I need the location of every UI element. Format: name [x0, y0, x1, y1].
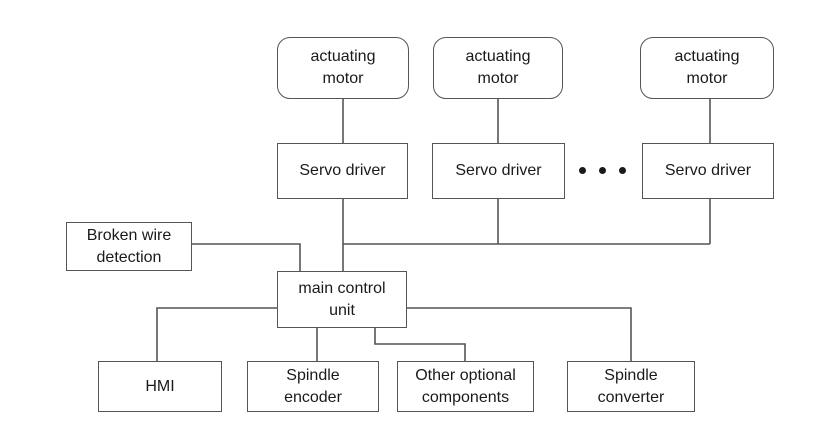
- motor-3-label-line1: actuating: [674, 48, 740, 65]
- spindle-encoder-label-line1: Spindle: [286, 366, 340, 384]
- servo-driver-2-label: Servo driver: [455, 162, 542, 179]
- hmi-box: HMI: [98, 361, 222, 412]
- motor-2-label-line1: actuating: [465, 48, 531, 65]
- servo-driver-3: Servo driver: [642, 143, 774, 199]
- spindle-converter-label-line2: converter: [597, 388, 665, 406]
- servo-driver-1: Servo driver: [277, 143, 408, 199]
- servo-driver-1-label: Servo driver: [299, 162, 386, 179]
- servo-driver-2: Servo driver: [432, 143, 565, 199]
- connector-broken-wire-main: [192, 243, 301, 271]
- main-control-unit: main control unit: [277, 271, 407, 328]
- broken-wire-label-line2: detection: [96, 248, 162, 266]
- spindle-converter-label-line1: Spindle: [604, 366, 658, 384]
- connector-main-converter: [407, 307, 632, 361]
- spindle-encoder-box: Spindle encoder: [247, 361, 379, 412]
- motor-2-label-line2: motor: [477, 70, 519, 87]
- connector-main-optional: [374, 328, 466, 361]
- actuating-motor-3: actuating motor: [640, 37, 774, 99]
- actuating-motor-1: actuating motor: [277, 37, 409, 99]
- ellipsis-dot-2: [599, 167, 606, 174]
- main-control-label-line2: unit: [329, 301, 355, 319]
- main-control-label-line1: main control: [298, 279, 386, 297]
- optional-components-label-line1: Other optional: [415, 366, 516, 384]
- ellipsis-dot-1: [579, 167, 586, 174]
- spindle-encoder-label-line2: encoder: [284, 388, 342, 406]
- broken-wire-label-line1: Broken wire: [86, 226, 172, 244]
- actuating-motor-2: actuating motor: [433, 37, 563, 99]
- hmi-label: HMI: [145, 377, 175, 395]
- motor-1-label-line1: actuating: [310, 48, 376, 65]
- motor-1-label-line2: motor: [322, 70, 364, 87]
- spindle-converter-box: Spindle converter: [567, 361, 695, 412]
- connector-main-hmi: [156, 307, 277, 361]
- ellipsis-dot-3: [619, 167, 626, 174]
- broken-wire-detection: Broken wire detection: [66, 222, 192, 271]
- servo-driver-3-label: Servo driver: [664, 162, 752, 179]
- optional-components-label-line2: components: [421, 388, 510, 406]
- motor-3-label-line2: motor: [686, 70, 728, 87]
- other-optional-components-box: Other optional components: [397, 361, 534, 412]
